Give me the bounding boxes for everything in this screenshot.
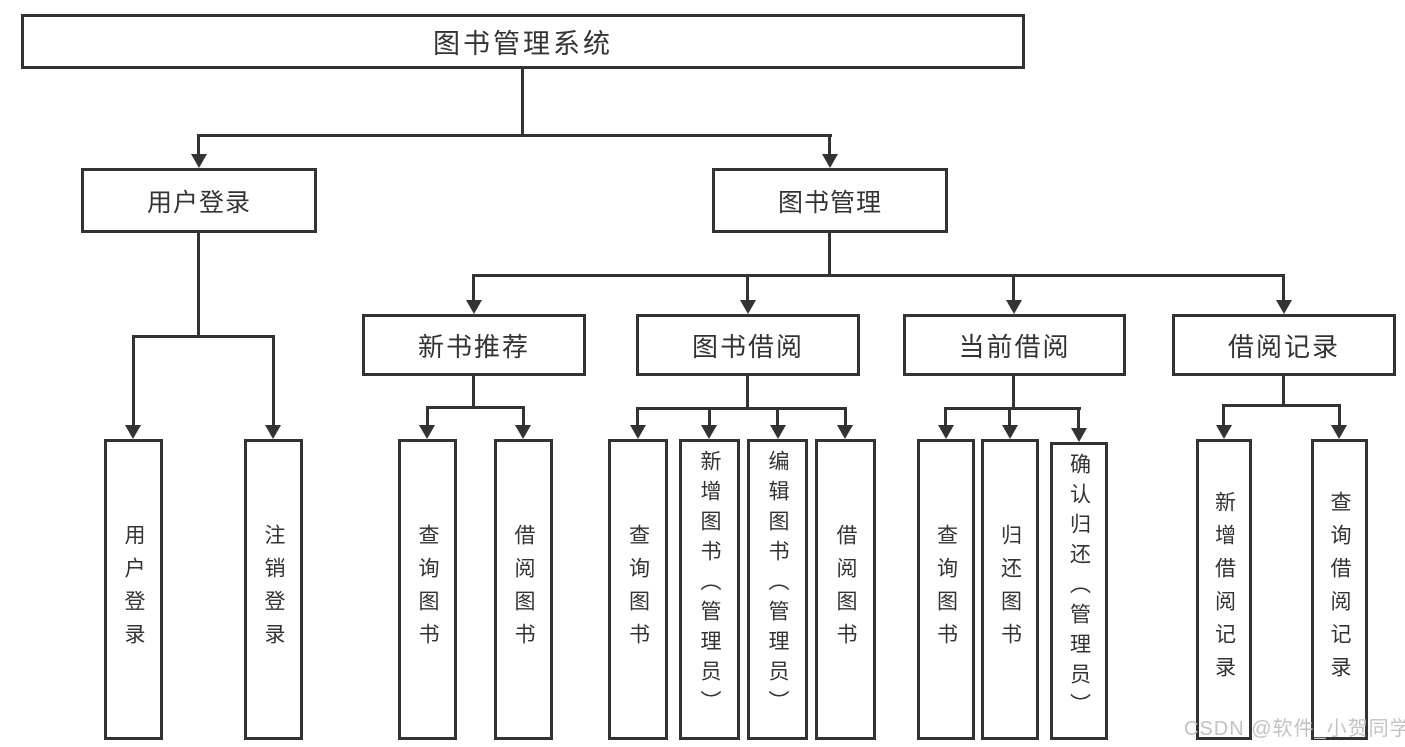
connector-line [522, 406, 525, 425]
node-new-book-recommend-label: 新书推荐 [417, 331, 530, 362]
connector-line [636, 407, 847, 410]
leaf-bb-add-books-admin: 新增图书（管理员） [679, 439, 740, 740]
connector-line [1222, 404, 1225, 425]
node-book-borrowing: 图书借阅 [636, 314, 860, 376]
connector-line [776, 407, 779, 425]
arrow-down-icon [1216, 425, 1232, 439]
node-user-login-label: 用户登录 [146, 188, 251, 217]
connector-line [844, 407, 847, 425]
connector-line [472, 274, 1285, 277]
leaf-cb-query-books-label: 查询图书 [934, 523, 958, 656]
connector-line [197, 134, 832, 137]
node-root: 图书管理系统 [21, 14, 1025, 69]
connector-line [197, 134, 200, 154]
csdn-watermark: CSDN @软件_小贺同学 [1184, 718, 1405, 740]
arrow-down-icon [1276, 300, 1292, 314]
connector-line [746, 274, 749, 300]
leaf-br-query-record-label: 查询借阅记录 [1328, 490, 1351, 689]
leaf-cb-confirm-return-admin-label: 确认归还（管理员） [1067, 453, 1091, 723]
connector-line [944, 407, 947, 425]
arrow-down-icon [1071, 428, 1087, 442]
connector-line [521, 69, 524, 134]
arrow-down-icon [770, 425, 786, 439]
node-current-borrowing-label: 当前借阅 [958, 331, 1071, 362]
leaf-cb-query-books: 查询图书 [917, 439, 975, 740]
arrow-down-icon [265, 425, 281, 439]
leaf-nb-query-books-label: 查询图书 [416, 523, 439, 656]
leaf-br-add-record: 新增借阅记录 [1196, 439, 1252, 740]
node-book-management-label: 图书管理 [777, 188, 882, 217]
connector-line [197, 233, 200, 335]
leaf-user-login: 用户登录 [104, 439, 163, 740]
leaf-bb-query-books: 查询图书 [608, 439, 668, 740]
connector-line [132, 335, 135, 425]
connector-line [1222, 404, 1341, 407]
connector-line [472, 274, 475, 300]
arrow-down-icon [630, 425, 646, 439]
node-root-label: 图书管理系统 [433, 29, 613, 59]
node-book-borrowing-label: 图书借阅 [691, 331, 804, 362]
leaf-cb-return-books: 归还图书 [981, 439, 1039, 740]
leaf-br-add-record-label: 新增借阅记录 [1212, 490, 1236, 689]
connector-line [426, 406, 525, 409]
arrow-down-icon [837, 425, 853, 439]
connector-line [1282, 376, 1285, 404]
leaf-br-query-record: 查询借阅记录 [1311, 439, 1368, 740]
node-book-management: 图书管理 [712, 168, 948, 233]
connector-line [828, 233, 831, 274]
connector-line [1282, 274, 1285, 300]
arrow-down-icon [740, 300, 756, 314]
node-new-book-recommend: 新书推荐 [362, 314, 586, 376]
arrow-down-icon [125, 425, 141, 439]
connector-line [1012, 274, 1015, 300]
arrow-down-icon [191, 154, 207, 168]
arrow-down-icon [515, 425, 531, 439]
connector-line [1008, 407, 1011, 425]
leaf-nb-borrow-books-label: 借阅图书 [512, 523, 535, 656]
connector-line [944, 407, 1081, 410]
leaf-bb-borrow-books: 借阅图书 [815, 439, 876, 740]
arrow-down-icon [419, 425, 435, 439]
connector-line [272, 335, 275, 425]
connector-line [426, 406, 429, 425]
connector-line [1338, 404, 1341, 425]
node-borrowing-records-label: 借阅记录 [1227, 331, 1340, 362]
connector-line [636, 407, 639, 425]
leaf-bb-add-books-admin-label: 新增图书（管理员） [698, 450, 721, 720]
connector-line [132, 335, 275, 338]
leaf-bb-query-books-label: 查询图书 [626, 523, 650, 656]
leaf-user-login-label: 用户登录 [122, 523, 145, 656]
arrow-down-icon [466, 300, 482, 314]
arrow-down-icon [822, 154, 838, 168]
connector-line [472, 376, 475, 406]
arrow-down-icon [1002, 425, 1018, 439]
leaf-logout: 注销登录 [244, 439, 303, 740]
leaf-bb-edit-books-admin-label: 编辑图书（管理员） [766, 450, 789, 720]
arrow-down-icon [1006, 300, 1022, 314]
leaf-cb-return-books-label: 归还图书 [998, 523, 1022, 656]
connector-line [1012, 376, 1015, 407]
connector-line [1077, 407, 1080, 428]
connector-line [746, 376, 749, 407]
node-user-login: 用户登录 [81, 168, 317, 233]
node-borrowing-records: 借阅记录 [1172, 314, 1396, 376]
leaf-logout-label: 注销登录 [262, 523, 285, 656]
node-current-borrowing: 当前借阅 [903, 314, 1126, 376]
leaf-nb-borrow-books: 借阅图书 [494, 439, 553, 740]
connector-line [708, 407, 711, 425]
leaf-bb-borrow-books-label: 借阅图书 [834, 523, 857, 656]
arrow-down-icon [938, 425, 954, 439]
leaf-bb-edit-books-admin: 编辑图书（管理员） [747, 439, 808, 740]
arrow-down-icon [1331, 425, 1347, 439]
leaf-cb-confirm-return-admin: 确认归还（管理员） [1050, 442, 1108, 740]
connector-line [828, 134, 831, 154]
arrow-down-icon [701, 425, 717, 439]
leaf-nb-query-books: 查询图书 [398, 439, 457, 740]
